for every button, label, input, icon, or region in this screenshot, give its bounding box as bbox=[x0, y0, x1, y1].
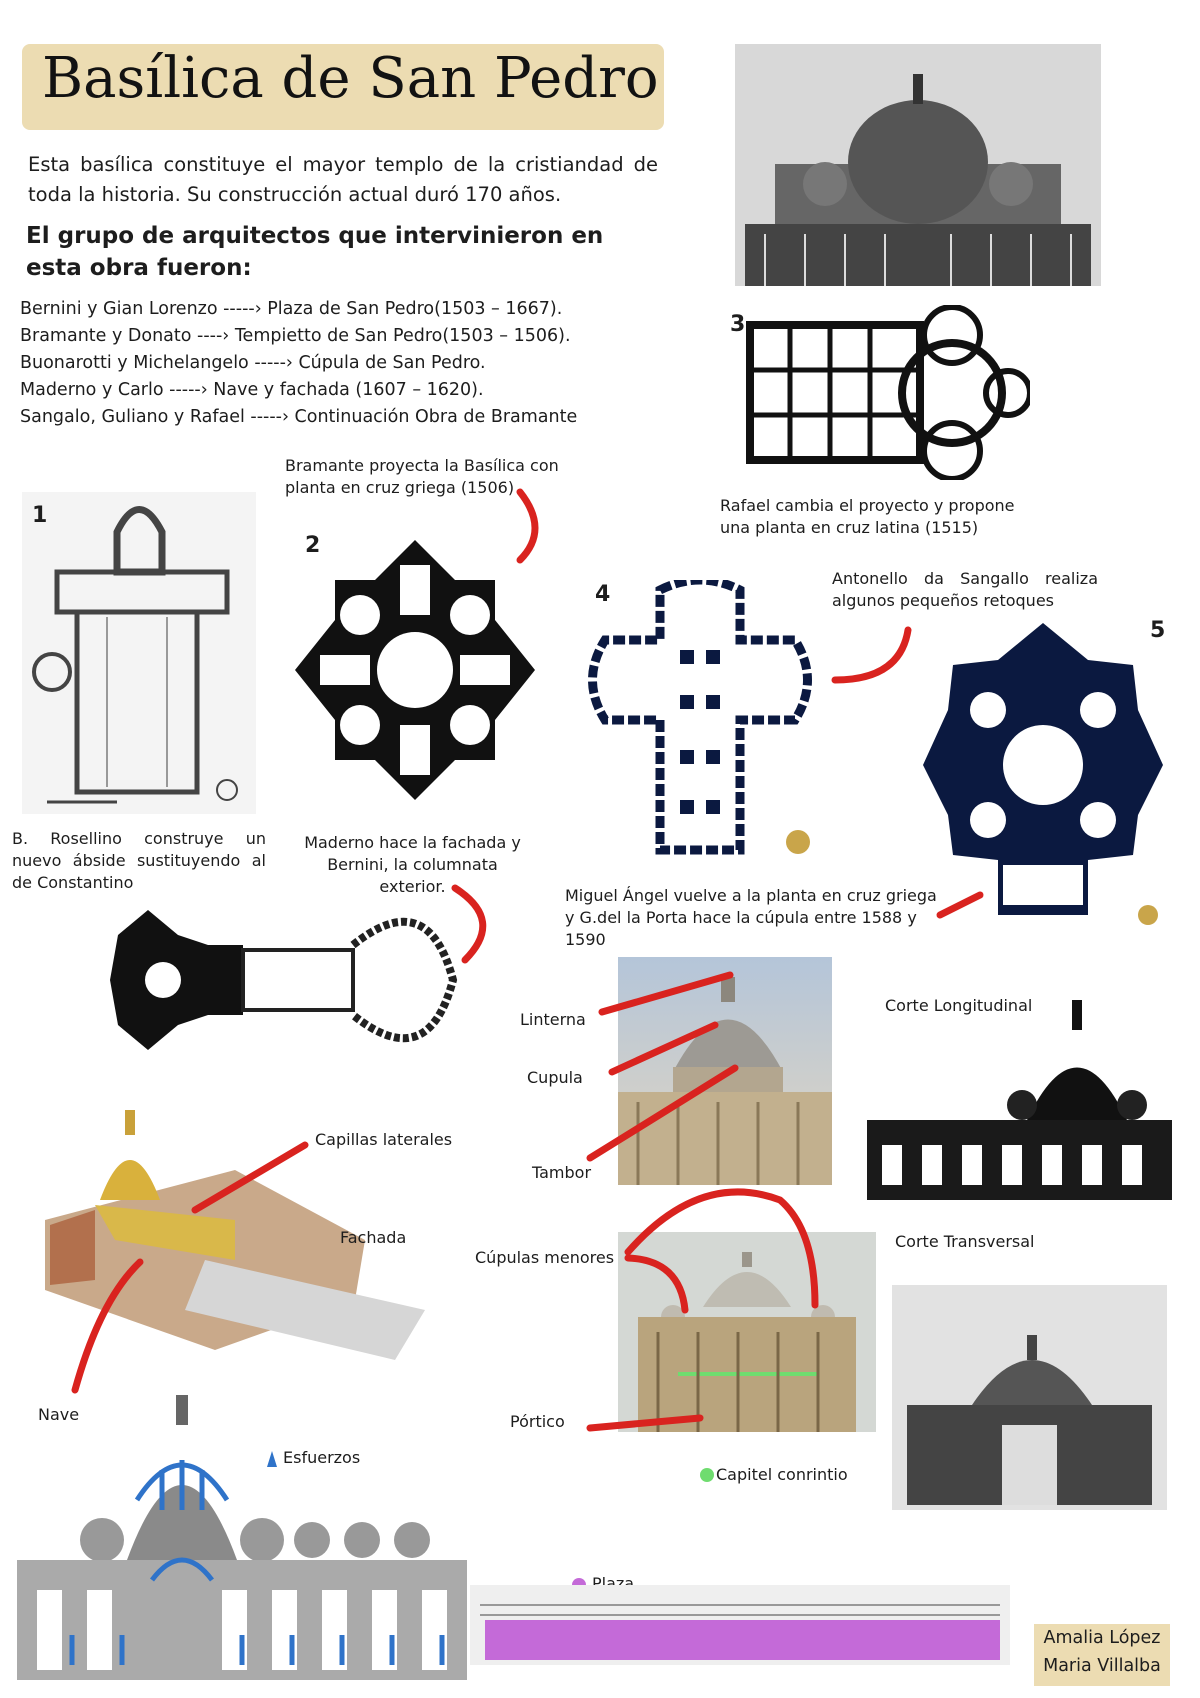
label-capitel: Capitel conrintio bbox=[716, 1465, 848, 1484]
page-title: Basílica de San Pedro bbox=[42, 46, 659, 111]
basilica-engraving-image bbox=[735, 44, 1101, 286]
plan-maderno-bernini-image bbox=[108, 905, 463, 1055]
label-nave: Nave bbox=[38, 1405, 80, 1424]
plan-number-3: 3 bbox=[730, 312, 746, 337]
plan-bramante-image bbox=[290, 535, 540, 805]
facade-photo bbox=[618, 1232, 876, 1432]
plaza-panorama-image bbox=[470, 1585, 1010, 1665]
label-corte-longitudinal: Corte Longitudinal bbox=[885, 996, 1033, 1015]
label-cupula: Cupula bbox=[527, 1068, 583, 1087]
plan-rafael-image bbox=[740, 305, 1030, 480]
intro-paragraph: Esta basílica constituye el mayor templo… bbox=[28, 153, 658, 206]
caption-maderno: Maderno hace la fachada y Bernini, la co… bbox=[304, 833, 521, 896]
label-tambor: Tambor bbox=[532, 1163, 592, 1182]
label-linterna: Linterna bbox=[520, 1010, 586, 1029]
architects-heading: El grupo de arquitectos que interviniero… bbox=[26, 223, 604, 281]
architect-item: Sangalo, Guliano y Rafael -----› Continu… bbox=[20, 407, 578, 427]
label-esfuerzos: Esfuerzos bbox=[283, 1448, 361, 1467]
label-portico: Pórtico bbox=[510, 1412, 565, 1431]
plan-number-5: 5 bbox=[1150, 618, 1166, 643]
plan-sangallo-image bbox=[580, 580, 820, 865]
transversal-section-image bbox=[892, 1285, 1167, 1510]
label-capillas-laterales: Capillas laterales bbox=[315, 1130, 453, 1149]
architects-list: Bernini y Gian Lorenzo -----› Plaza de S… bbox=[20, 296, 577, 431]
caption-rosellino: B. Rosellino construye un nuevo ábside s… bbox=[12, 829, 266, 892]
architect-item: Bramante y Donato ----› Tempietto de San… bbox=[20, 326, 571, 346]
plan-number-4: 4 bbox=[595, 582, 611, 607]
capitel-legend-dot bbox=[700, 1468, 714, 1482]
caption-rafael: Rafael cambia el proyecto y propone una … bbox=[720, 496, 1015, 537]
arrow-sangallo bbox=[831, 626, 912, 684]
plan-number-2: 2 bbox=[305, 533, 321, 558]
authors-box: Amalia López Maria Villalba bbox=[1034, 1624, 1170, 1686]
architect-item: Maderno y Carlo -----› Nave y fachada (1… bbox=[20, 380, 484, 400]
longitudinal-section-image bbox=[867, 1000, 1172, 1200]
label-cupulas-menores: Cúpulas menores bbox=[475, 1248, 615, 1267]
label-fachada: Fachada bbox=[340, 1228, 407, 1247]
plan-number-1: 1 bbox=[32, 503, 48, 528]
caption-miguel-angel: Miguel Ángel vuelve a la planta en cruz … bbox=[565, 886, 937, 949]
architect-item: Buonarotti y Michelangelo -----› Cúpula … bbox=[20, 353, 486, 373]
architect-item: Bernini y Gian Lorenzo -----› Plaza de S… bbox=[20, 299, 563, 319]
esfuerzos-legend-icon bbox=[267, 1451, 277, 1467]
author-name: Amalia López bbox=[1043, 1628, 1161, 1648]
stress-section-image bbox=[17, 1395, 467, 1680]
title-banner bbox=[22, 44, 664, 130]
label-corte-transversal: Corte Transversal bbox=[895, 1232, 1035, 1251]
caption-bramante: Bramante proyecta la Basílica con planta… bbox=[285, 456, 559, 497]
plan-rosellino-image bbox=[22, 492, 256, 814]
author-name: Maria Villalba bbox=[1043, 1656, 1161, 1676]
caption-sangallo: Antonello da Sangallo realiza algunos pe… bbox=[832, 569, 1098, 610]
dome-photo bbox=[618, 957, 832, 1185]
plan-miguel-angel-image bbox=[918, 615, 1168, 925]
